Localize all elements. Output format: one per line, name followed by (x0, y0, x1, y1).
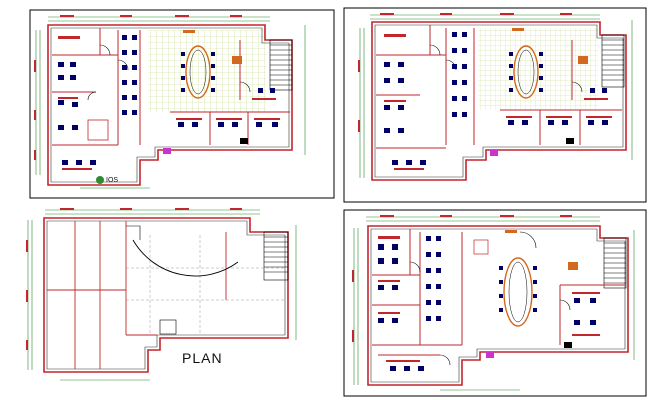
staircase (603, 237, 627, 289)
dimension-lines (353, 216, 635, 391)
sheet-bottom-right (343, 209, 647, 397)
plant-icon (96, 176, 104, 184)
interior-walls (52, 28, 290, 146)
ios-label: IOS (106, 177, 119, 184)
sheet-frame (29, 9, 335, 199)
dimension-lines (27, 209, 297, 381)
door-swings (87, 44, 251, 101)
plan-title: PLAN (182, 350, 223, 366)
dimension-ticks (34, 15, 242, 160)
outer-walls (47, 24, 293, 186)
conference-table (181, 45, 215, 99)
dimension-lines (359, 14, 633, 178)
sheet-top-left (29, 9, 335, 199)
staircase (263, 231, 289, 281)
curved-wall (132, 239, 239, 277)
sheet-frame (343, 209, 647, 397)
conference-table (499, 257, 537, 327)
structural-lines (47, 221, 227, 369)
sheet-frame (343, 7, 647, 203)
workstations (58, 35, 278, 165)
conference-table (509, 45, 543, 99)
staircase (601, 34, 625, 88)
desk-tops (58, 36, 280, 170)
outer-walls (43, 217, 289, 373)
sheet-top-right (343, 7, 647, 203)
floor-grid (148, 30, 266, 112)
staircase (269, 39, 293, 91)
sheet-bottom-left (26, 208, 297, 381)
